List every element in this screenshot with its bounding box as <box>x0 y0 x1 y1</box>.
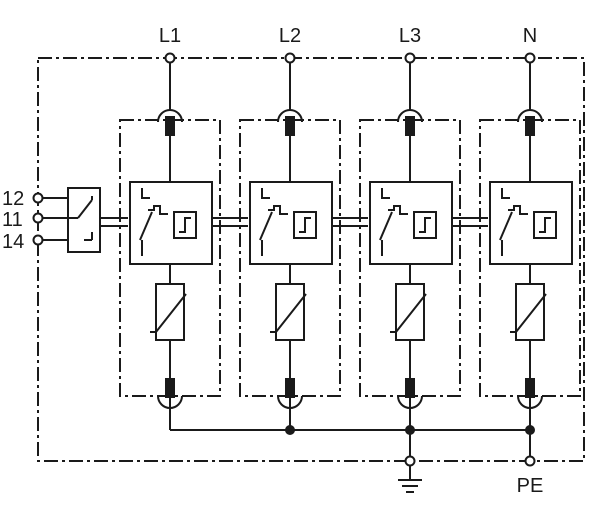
contact-label-14: 14 <box>2 231 24 253</box>
line-terminal <box>164 52 176 64</box>
thermal-disconnector <box>369 181 453 265</box>
plug-contact-top <box>157 109 183 123</box>
protection-modules <box>119 52 581 430</box>
plug-contact-top <box>277 109 303 123</box>
fuse-icon <box>165 116 175 136</box>
disconnect-switch-icon <box>259 188 273 256</box>
ground-icon <box>398 430 422 493</box>
contact-label-11: 11 <box>2 209 23 231</box>
fuse-icon <box>525 116 535 136</box>
contact-label-12: 12 <box>2 188 24 210</box>
common-bus <box>169 404 535 435</box>
disconnect-switch-icon <box>499 188 513 256</box>
indicator-glyph <box>419 217 431 233</box>
disconnect-switch-icon <box>379 188 393 256</box>
varistor-slash <box>270 293 307 333</box>
line-terminal <box>284 52 296 64</box>
varistor-slash <box>390 293 427 333</box>
phase-label-l3: L3 <box>399 25 421 47</box>
thermal-disconnector <box>129 181 213 265</box>
trip-linkage <box>508 205 528 215</box>
varistor-slash <box>510 293 547 333</box>
remote-signal-contact <box>32 187 101 253</box>
fuse-icon <box>285 116 295 136</box>
fuse-icon <box>525 378 535 398</box>
plug-contact-top <box>517 109 543 123</box>
varistor-icon <box>275 283 305 341</box>
line-terminal <box>524 52 536 64</box>
fuse-icon <box>285 378 295 398</box>
varistor-icon <box>515 283 545 341</box>
mechanical-linkage <box>100 217 488 227</box>
phase-label-l1: L1 <box>159 25 181 47</box>
pe-label: PE <box>517 475 544 497</box>
fuse-icon <box>405 378 415 398</box>
varistor-icon <box>155 283 185 341</box>
varistor-icon <box>395 283 425 341</box>
indicator-glyph <box>299 217 311 233</box>
module-1 <box>119 52 221 430</box>
pe-terminal <box>524 430 536 467</box>
varistor-slash <box>150 293 187 333</box>
indicator-glyph <box>539 217 551 233</box>
fuse-icon <box>165 378 175 398</box>
module-3 <box>359 52 461 430</box>
indicator-glyph <box>179 217 191 233</box>
trip-linkage <box>148 205 168 215</box>
trip-linkage <box>388 205 408 215</box>
phase-label-l2: L2 <box>279 25 301 47</box>
trip-linkage <box>268 205 288 215</box>
module-4 <box>479 52 581 430</box>
disconnect-switch-icon <box>139 188 153 256</box>
module-2 <box>239 52 341 430</box>
plug-contact-top <box>397 109 423 123</box>
line-terminal <box>404 52 416 64</box>
fuse-icon <box>405 116 415 136</box>
thermal-disconnector <box>489 181 573 265</box>
phase-label-n: N <box>523 25 537 47</box>
